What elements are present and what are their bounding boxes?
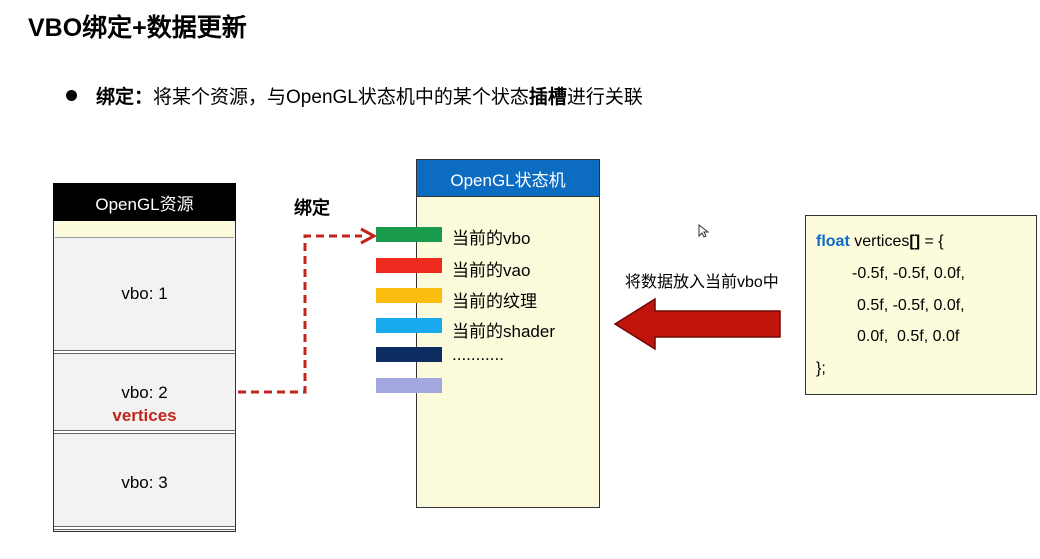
slot-label-more: ........... xyxy=(452,345,504,364)
code-declaration: float vertices[] = { xyxy=(816,233,944,251)
bind-label: 绑定 xyxy=(294,198,330,218)
code-keyword: float xyxy=(816,233,850,250)
bullet-colon: ： xyxy=(134,87,154,108)
bullet-text-after: 进行关联 xyxy=(566,87,643,108)
cursor-icon xyxy=(698,223,710,238)
slot-more xyxy=(376,347,442,362)
bullet-term: 绑定 xyxy=(96,87,135,108)
slot-shader xyxy=(376,318,442,333)
resources-header: OpenGL资源 xyxy=(53,183,236,221)
slot-label-vbo: 当前的vbo xyxy=(452,229,531,248)
resources-divider xyxy=(54,350,235,354)
code-panel xyxy=(805,215,1037,395)
resource-vbo-2-vertices: vertices xyxy=(112,406,177,425)
code-assign: = { xyxy=(920,233,944,250)
load-data-label: 将数据放入当前vbo中 xyxy=(625,274,779,291)
bind-arrow-head xyxy=(360,227,378,245)
code-row: 0.0f, 0.5f, 0.0f xyxy=(857,328,960,345)
bullet-dot xyxy=(66,90,77,101)
slot-label-shader: 当前的shader xyxy=(452,322,555,341)
bind-arrow-line xyxy=(238,234,362,394)
resources-strip xyxy=(55,221,234,238)
code-row: -0.5f, -0.5f, 0.0f, xyxy=(852,265,965,282)
page-title: VBO绑定+数据更新 xyxy=(28,14,247,42)
bullet-emphasis: 插槽 xyxy=(528,87,567,108)
bullet-definition: 绑定：将某个资源，与OpenGL状态机中的某个状态插槽进行关联 xyxy=(96,82,643,109)
code-closing: }; xyxy=(816,360,826,377)
resources-divider xyxy=(54,430,235,434)
resources-panel xyxy=(53,183,236,532)
slot-vbo xyxy=(376,227,442,242)
state-machine-panel xyxy=(416,159,600,508)
resources-divider xyxy=(54,526,235,530)
code-identifier: vertices xyxy=(849,233,910,250)
slot-label-vao: 当前的vao xyxy=(452,261,531,280)
slot-extra xyxy=(376,378,442,393)
load-arrow xyxy=(613,297,781,351)
slot-label-texture: 当前的纹理 xyxy=(452,292,537,311)
code-row: 0.5f, -0.5f, 0.0f, xyxy=(857,297,965,314)
resource-vbo-1: vbo: 1 xyxy=(121,284,168,303)
slot-vao xyxy=(376,258,442,273)
state-machine-header: OpenGL状态机 xyxy=(416,159,600,197)
resource-vbo-3: vbo: 3 xyxy=(121,473,168,492)
slot-texture xyxy=(376,288,442,303)
code-brackets: [] xyxy=(909,233,921,250)
bullet-text-before: 将某个资源，与OpenGL状态机中的某个状态 xyxy=(153,87,529,108)
resource-vbo-2: vbo: 2 xyxy=(121,383,168,402)
